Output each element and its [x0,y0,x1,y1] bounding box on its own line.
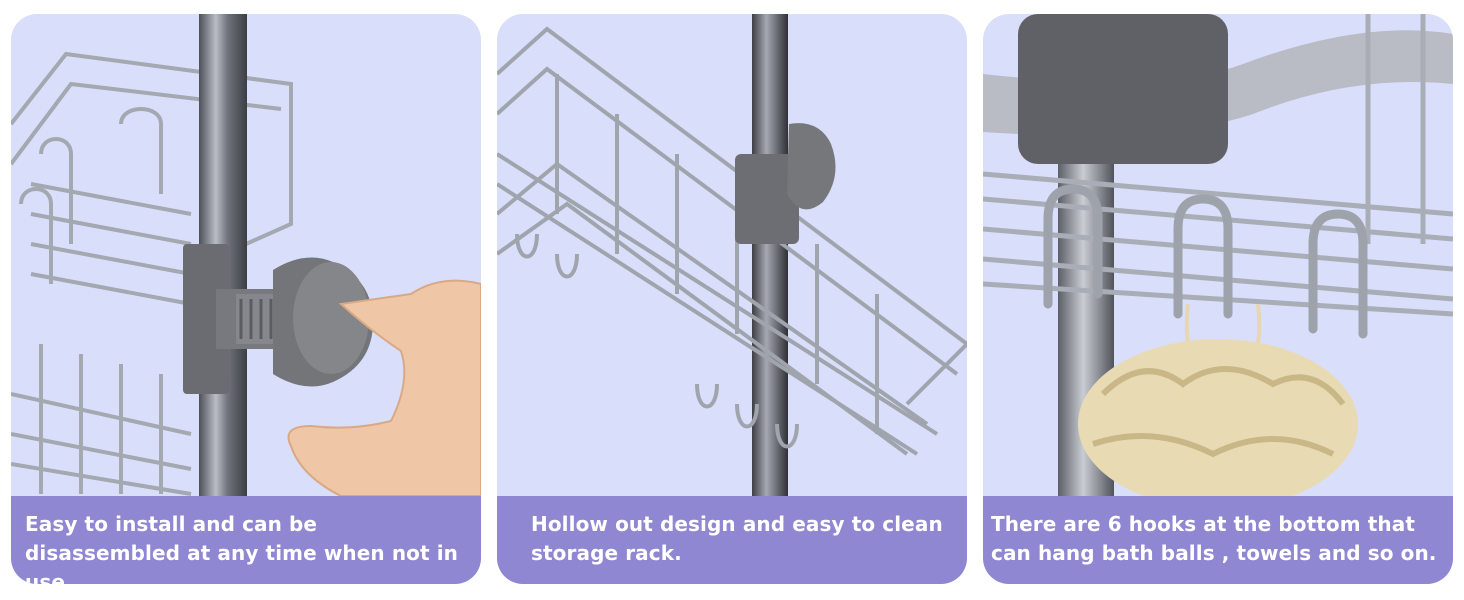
wire-basket-icon [983,14,1453,317]
panel-install: Easy to install and can be disassembled … [11,14,481,584]
caption-install: Easy to install and can be disassembled … [11,496,481,584]
clamp-knob-icon [236,257,373,387]
install-photo [11,14,481,496]
hooks-icon [1043,184,1368,339]
clamp-bracket [1018,14,1228,164]
clamp-bracket [183,244,229,394]
wire-basket-icon [497,26,967,456]
hand-icon [287,279,481,496]
clamp-knob-icon [735,123,836,244]
caption-hooks: There are 6 hooks at the bottom that can… [983,496,1453,584]
shower-pole-icon [752,14,788,496]
caption-clean: Hollow out design and easy to clean stor… [497,496,967,584]
hooks-photo [983,14,1453,496]
clean-photo [497,14,967,496]
bath-ball-icon [1078,303,1358,496]
wire-basket-icon [11,51,293,496]
panel-clean: Hollow out design and easy to clean stor… [497,14,967,584]
panel-hooks: There are 6 hooks at the bottom that can… [983,14,1453,584]
